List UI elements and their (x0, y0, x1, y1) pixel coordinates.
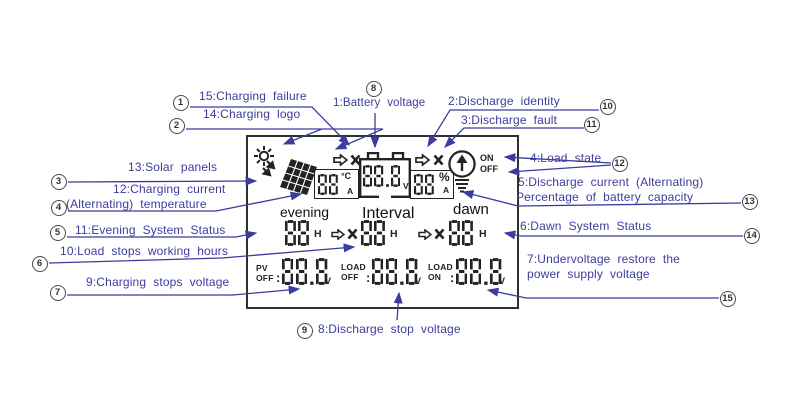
pv-off-voltage-digits (282, 258, 328, 285)
load-on-voltage-digits (456, 258, 502, 285)
load-off-colon: : (366, 270, 371, 285)
callout-circle-12: 12 (611, 155, 628, 172)
load-on-state-label: ON (428, 272, 442, 282)
interval-hour-unit: H (390, 228, 398, 240)
label-charging-stops-voltage: 9:Charging stops voltage (86, 275, 230, 289)
discharge-arrow-icon (415, 154, 430, 166)
interval-label: Interval (362, 205, 415, 222)
label-discharge-fault: 3:Discharge fault (461, 113, 558, 127)
label-evening-status: 11:Evening System Status (75, 223, 226, 237)
label-charging-logo: 14:Charging logo (203, 107, 301, 121)
interval-arrow-icon (331, 229, 345, 240)
load-off-voltage-digits (372, 258, 418, 285)
label-undervoltage-1: 7:Undervoltage restore the (527, 252, 680, 266)
dawn-label: dawn (453, 201, 489, 218)
label-undervoltage-2: power supply voltage (527, 267, 650, 281)
battery-volt-unit: V (403, 181, 409, 191)
charging-current-digits (318, 174, 338, 195)
load-on-label: ON (480, 153, 494, 163)
dawn-hours-digits (449, 220, 474, 246)
callout-circle-15: 15 (719, 290, 736, 307)
charge-fail-x-icon (350, 154, 361, 166)
interval-x-icon (347, 228, 358, 240)
pv-volt-unit: V (325, 276, 332, 286)
load-on-colon: : (450, 270, 455, 285)
callout-circle-14: 14 (743, 227, 760, 244)
charge-arrow-icon (333, 154, 348, 166)
label-discharge-identity: 2:Discharge identity (448, 94, 560, 108)
amp-unit-label: A (347, 186, 354, 196)
load-off-volt-unit: V (415, 276, 422, 286)
lcd-panel: °C A V % (246, 135, 519, 309)
load-off-group-label: LOAD OFF (341, 262, 366, 282)
amp-unit-label-2: A (443, 185, 450, 195)
evening-hours-digits (285, 220, 310, 246)
discharge-current-digits (414, 174, 434, 195)
load-label-2: LOAD (428, 262, 453, 272)
pv-off-state-label: OFF (256, 273, 274, 283)
label-discharge-stop-voltage: 8:Discharge stop voltage (318, 322, 461, 336)
evening-hour-unit: H (314, 228, 322, 240)
discharge-current-block: % A (410, 170, 454, 199)
load-label: LOAD (341, 262, 366, 272)
interval-hours-digits (361, 220, 386, 246)
label-charging-current-2: (Alternating) temperature (66, 197, 207, 211)
charging-current-block: °C A (314, 169, 359, 199)
battery-voltage-digits (363, 165, 401, 187)
load-off-label: OFF (480, 164, 498, 174)
battery-icon: V (359, 152, 411, 198)
temp-unit-label: °C (341, 171, 352, 181)
callout-circle-7: 7 (49, 284, 66, 301)
label-load-state: 4:Load state (530, 151, 602, 165)
callout-circle-2: 2 (168, 117, 185, 134)
load-on-volt-unit: V (499, 276, 506, 286)
discharge-fault-x-icon (433, 154, 444, 166)
solar-panel-icon (279, 158, 319, 198)
callout-circle-5: 5 (49, 224, 66, 241)
load-off-state-label: OFF (341, 272, 359, 282)
label-load-stops-hours: 10:Load stops working hours (60, 244, 228, 258)
percent-unit-label: % (439, 170, 450, 184)
label-discharge-current-2: Percentage of battery capacity (516, 190, 694, 204)
callout-circle-3: 3 (50, 173, 67, 190)
label-charging-failure: 15:Charging failure (199, 89, 307, 103)
charging-logo-icons (333, 154, 363, 166)
dawn-hour-unit: H (479, 228, 487, 240)
callout-circle-6: 6 (31, 255, 48, 272)
label-solar-panels: 13:Solar panels (128, 160, 218, 174)
discharge-logo-icons (415, 154, 445, 166)
load-bulb-icon (446, 149, 478, 197)
pv-colon: : (276, 270, 281, 285)
callout-circle-13: 13 (741, 193, 758, 210)
callout-circle-1: 1 (172, 94, 189, 111)
label-dawn-status: 6:Dawn System Status (520, 219, 652, 233)
dawn-arrow-icon (418, 229, 432, 240)
callout-circle-4: 4 (50, 199, 67, 216)
pv-off-label: PV OFF (256, 263, 274, 283)
label-charging-current: 12:Charging current (113, 182, 226, 196)
evening-label: evening (280, 204, 330, 220)
load-state-indicator: ON OFF (480, 153, 498, 175)
label-battery-voltage: 1:Battery voltage (333, 97, 426, 109)
pv-label: PV (256, 263, 268, 273)
load-on-group-label: LOAD ON (428, 262, 453, 282)
callout-circle-9: 9 (296, 322, 313, 339)
callout-circle-8: 8 (365, 80, 382, 97)
callout-circle-11: 11 (583, 116, 600, 133)
label-discharge-current: 5:Discharge current (Alternating) (518, 175, 704, 189)
dawn-x-icon (434, 228, 445, 240)
callout-circle-10: 10 (599, 98, 616, 115)
